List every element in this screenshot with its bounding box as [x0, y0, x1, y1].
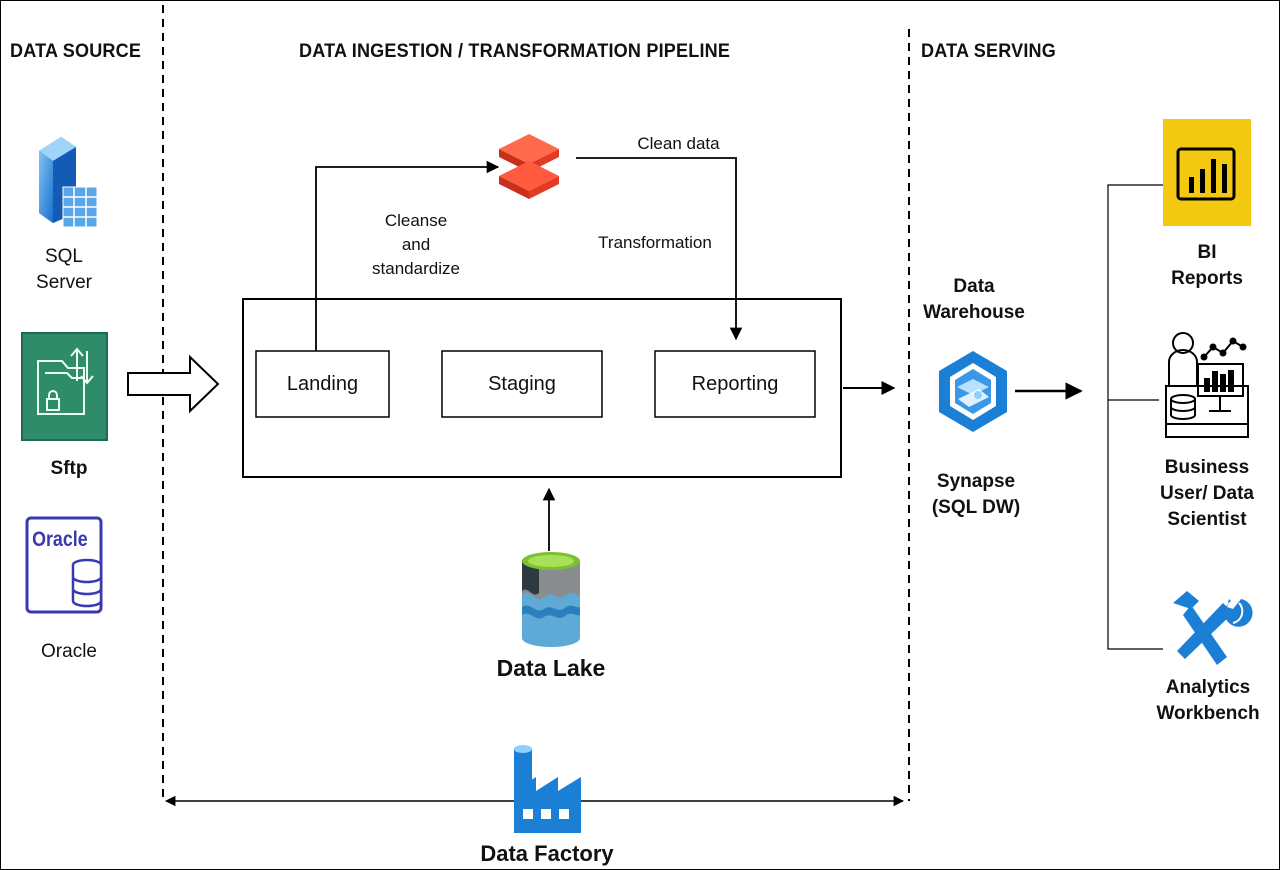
sql-server-label-line1: SQL	[44, 246, 84, 267]
synapse-icon	[939, 351, 1007, 432]
oracle-label: Oracle	[41, 641, 97, 662]
analytics-workbench-icon	[1173, 591, 1253, 665]
business-user-label: Business User/ Data Scientist	[1147, 455, 1267, 533]
stage-box-staging	[441, 350, 603, 418]
analytics-workbench-label-line2: Workbench	[1156, 703, 1260, 724]
sftp-icon	[21, 332, 108, 441]
data-lake-label: Data Lake	[496, 655, 606, 681]
bi-reports-label-line2: Reports	[1171, 268, 1243, 289]
power-bi-icon	[1163, 119, 1251, 226]
data-factory-label: Data Factory	[480, 841, 614, 866]
cleanse-label: Cleanse and standardize	[361, 209, 471, 281]
databricks-icon	[499, 134, 559, 199]
cleanse-label-line3: standardize	[372, 259, 460, 278]
synapse-label-line1: Synapse	[936, 471, 1016, 492]
cleanse-label-line2: and	[401, 235, 431, 254]
section-title-source: DATA SOURCE	[10, 41, 142, 62]
bi-reports-label-line1: BI	[1197, 242, 1217, 263]
ingest-arrow	[127, 354, 220, 414]
synapse-label: Synapse (SQL DW)	[921, 469, 1031, 521]
arrow-landing-to-databricks	[315, 160, 500, 351]
stage-reporting-label: Reporting	[691, 373, 779, 395]
data-lake-icon	[522, 552, 580, 647]
arrow-databricks-to-reporting	[576, 157, 743, 341]
oracle-icon	[25, 516, 103, 614]
stage-landing-label: Landing	[286, 373, 359, 395]
stage-staging-label: Staging	[488, 373, 556, 395]
synapse-label-line2: (SQL DW)	[931, 497, 1021, 518]
consumer-bracket	[1107, 184, 1163, 650]
oracle-logo-text: Oracle	[32, 528, 88, 551]
section-title-serving: DATA SERVING	[921, 41, 1057, 62]
data-warehouse-label-line2: Warehouse	[923, 302, 1025, 323]
clean-data-label: Clean data	[637, 134, 720, 153]
stage-box-reporting	[654, 350, 816, 418]
bi-reports-label: BI Reports	[1151, 240, 1263, 292]
data-warehouse-label-line1: Data	[953, 276, 995, 297]
sql-server-label: SQL Server	[29, 244, 99, 296]
business-user-icon	[1165, 332, 1249, 438]
sql-server-label-line2: Server	[36, 272, 92, 293]
analytics-workbench-label-line1: Analytics	[1165, 677, 1251, 698]
sql-server-icon	[39, 137, 98, 228]
data-warehouse-label: Data Warehouse	[915, 274, 1033, 326]
cleanse-label-line1: Cleanse	[384, 211, 448, 230]
business-user-label-line1: Business	[1164, 457, 1250, 478]
sftp-label: Sftp	[50, 458, 88, 479]
data-factory-icon	[514, 745, 581, 833]
business-user-label-line2: User/ Data	[1160, 483, 1254, 504]
business-user-label-line3: Scientist	[1167, 509, 1247, 530]
section-title-pipeline: DATA INGESTION / TRANSFORMATION PIPELINE	[299, 41, 731, 62]
transformation-label: Transformation	[598, 233, 712, 252]
analytics-workbench-label: Analytics Workbench	[1145, 675, 1271, 727]
stage-box-landing	[255, 350, 390, 418]
